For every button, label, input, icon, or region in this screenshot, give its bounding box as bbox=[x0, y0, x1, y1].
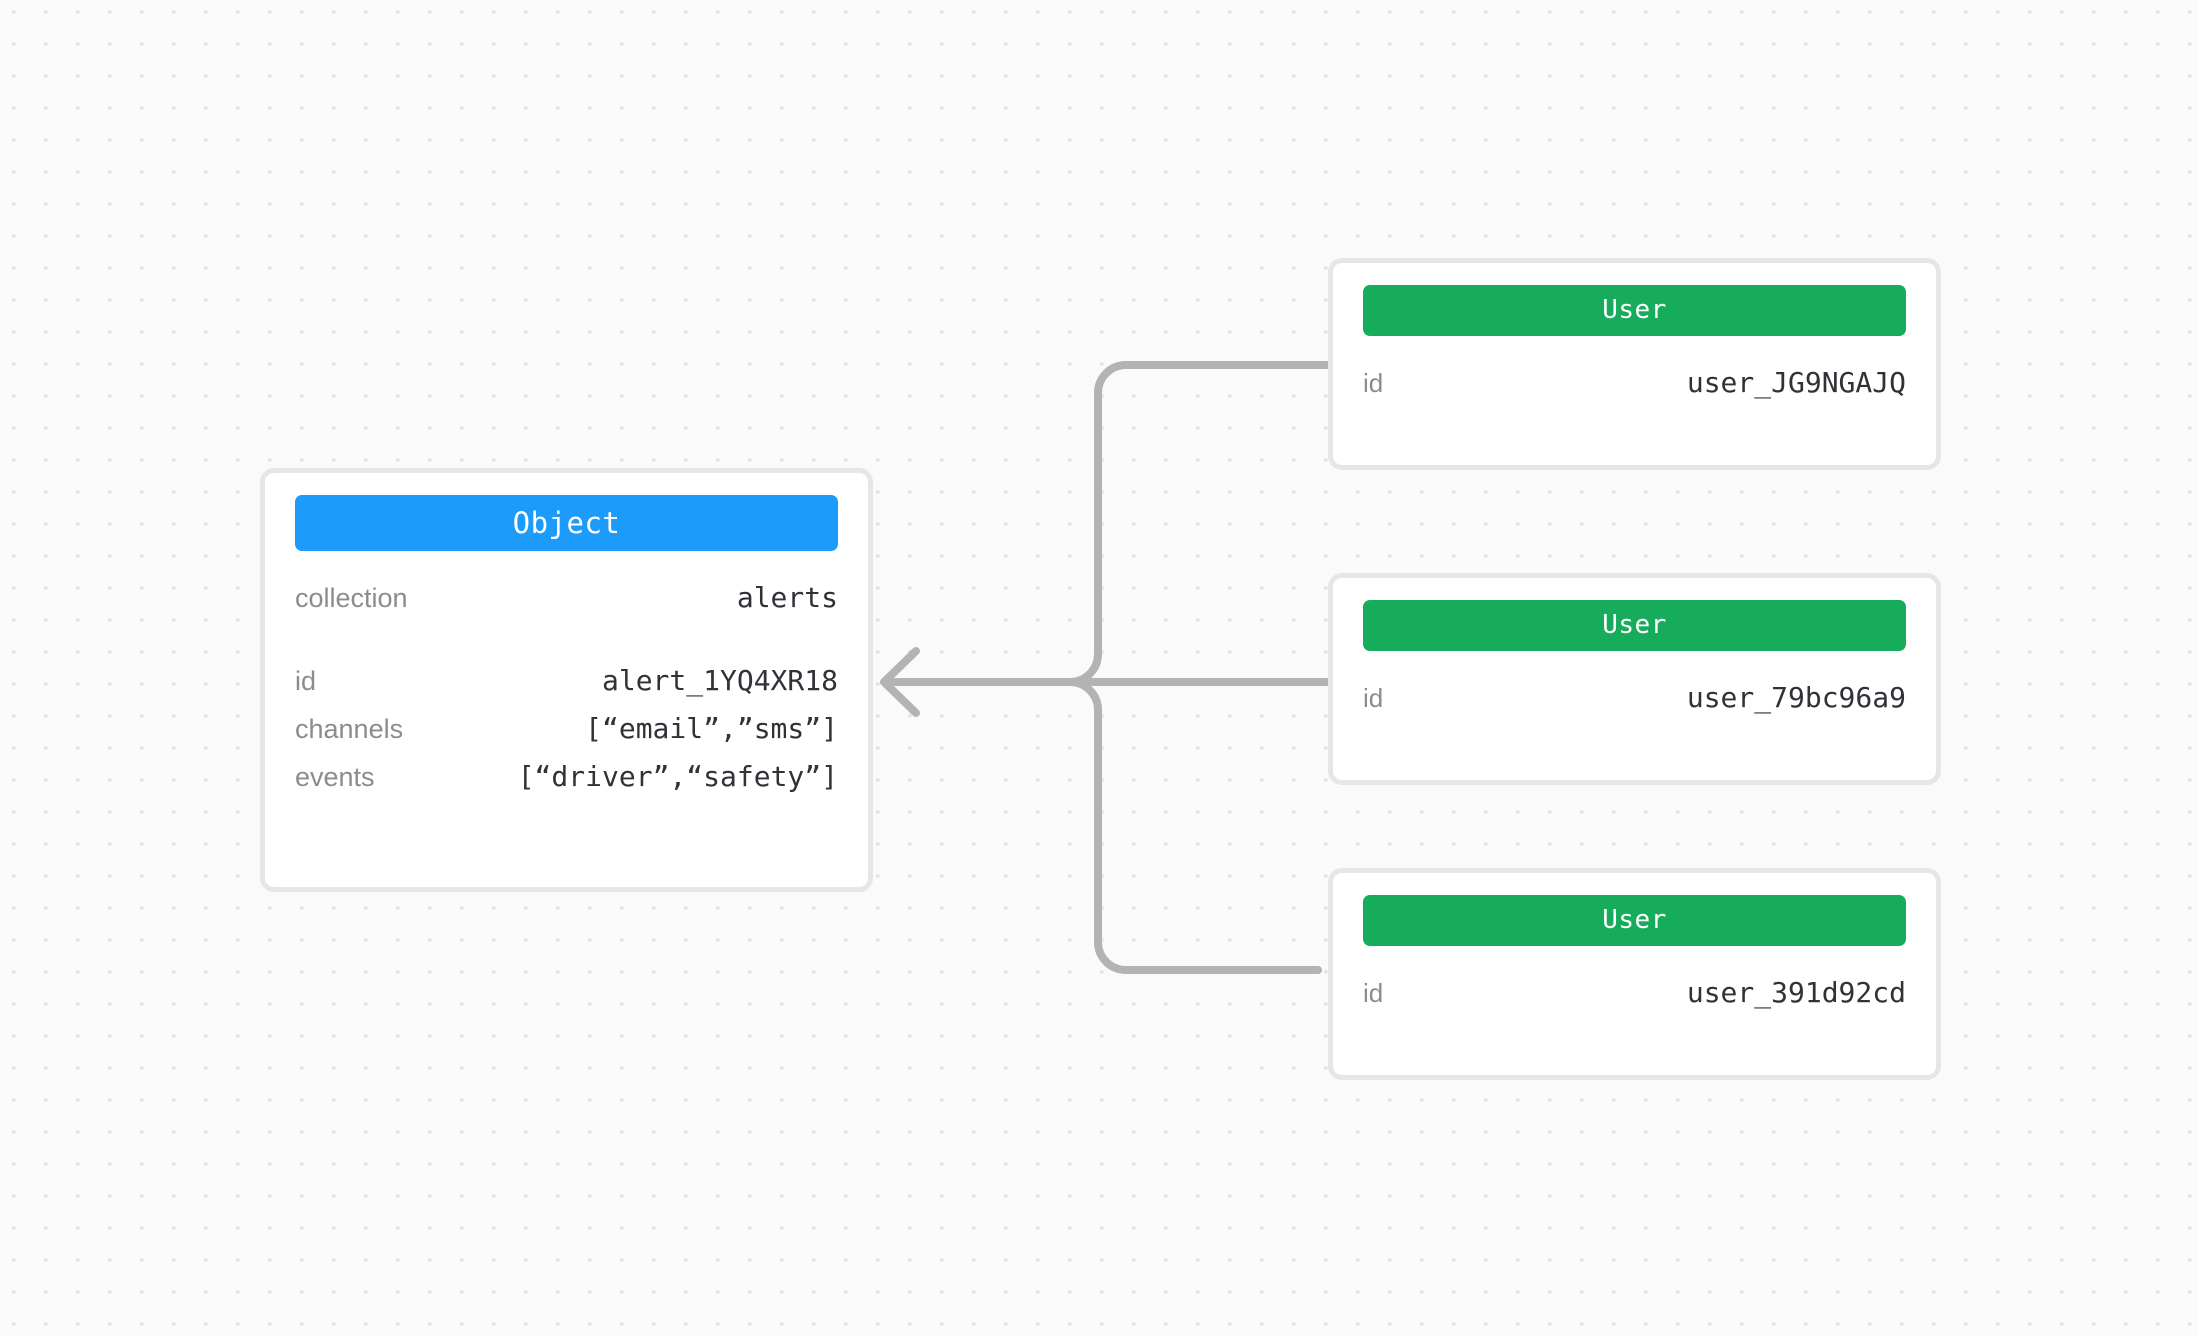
field-value-channels: [“email”,”sms”] bbox=[585, 712, 838, 745]
connector-user-0 bbox=[884, 361, 1334, 686]
field-key-user-id-1: id bbox=[1363, 683, 1384, 713]
field-row-user-id-1: id user_79bc96a9 bbox=[1363, 681, 1906, 725]
user-node-card-2[interactable]: User id user_391d92cd bbox=[1328, 868, 1941, 1080]
user-node-header-2: User bbox=[1363, 895, 1906, 946]
field-key-id: id bbox=[295, 666, 317, 696]
field-value-user-id-1: user_79bc96a9 bbox=[1686, 681, 1906, 714]
user-node-card-1[interactable]: User id user_79bc96a9 bbox=[1328, 573, 1941, 785]
field-value-user-id-0: user_JG9NGAJQ bbox=[1686, 366, 1906, 399]
field-value-collection: alerts bbox=[736, 581, 838, 614]
field-key-events: events bbox=[295, 762, 375, 792]
user-node-header-1: User bbox=[1363, 600, 1906, 651]
user-field-group-2: id user_391d92cd bbox=[1363, 976, 1906, 1020]
field-row-id: id alert_1YQ4XR18 bbox=[295, 664, 838, 712]
user-field-group-1: id user_79bc96a9 bbox=[1363, 681, 1906, 725]
connector-user-2 bbox=[884, 678, 1322, 974]
field-key-collection: collection bbox=[295, 583, 408, 613]
user-node-card-0[interactable]: User id user_JG9NGAJQ bbox=[1328, 258, 1941, 470]
object-primary-field-group: collection alerts bbox=[295, 581, 838, 629]
field-row-user-id-0: id user_JG9NGAJQ bbox=[1363, 366, 1906, 410]
object-detail-field-group: id alert_1YQ4XR18 channels [“email”,”sms… bbox=[295, 664, 838, 808]
field-value-id: alert_1YQ4XR18 bbox=[601, 664, 838, 697]
field-row-collection: collection alerts bbox=[295, 581, 838, 629]
field-key-user-id-2: id bbox=[1363, 978, 1384, 1008]
user-field-group-0: id user_JG9NGAJQ bbox=[1363, 366, 1906, 410]
user-node-header-0: User bbox=[1363, 285, 1906, 336]
object-node-header: Object bbox=[295, 495, 838, 551]
field-value-events: [“driver”,“safety”] bbox=[517, 760, 838, 793]
field-key-channels: channels bbox=[295, 714, 404, 744]
field-row-user-id-2: id user_391d92cd bbox=[1363, 976, 1906, 1020]
field-value-user-id-2: user_391d92cd bbox=[1686, 976, 1906, 1009]
field-row-channels: channels [“email”,”sms”] bbox=[295, 712, 838, 760]
field-key-user-id-0: id bbox=[1363, 368, 1384, 398]
object-node-card[interactable]: Object collection alerts id alert_1YQ4XR… bbox=[260, 468, 873, 892]
field-row-events: events [“driver”,“safety”] bbox=[295, 760, 838, 808]
arrowhead-into-object bbox=[880, 647, 920, 717]
